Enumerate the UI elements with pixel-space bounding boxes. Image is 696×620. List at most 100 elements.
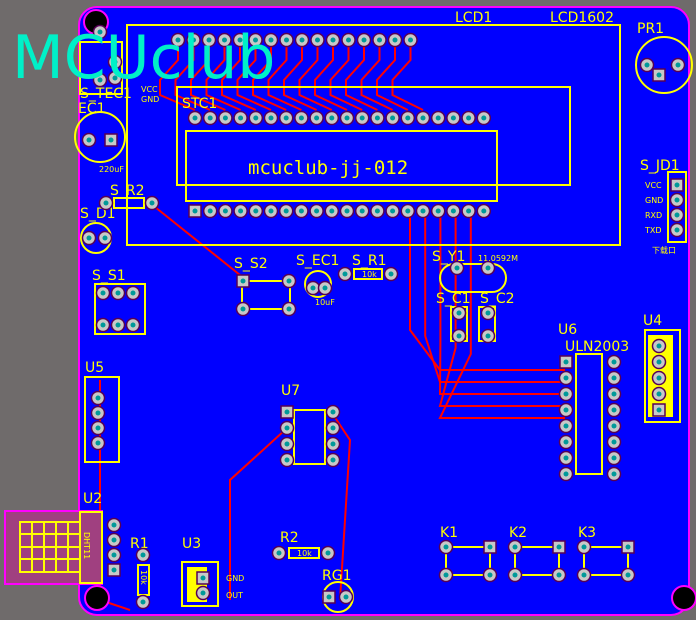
drill-hole bbox=[86, 137, 92, 143]
drill-hole bbox=[342, 271, 348, 277]
drill-hole bbox=[390, 208, 396, 214]
drill-hole bbox=[112, 75, 118, 81]
drill-hole bbox=[481, 208, 487, 214]
component-pads[interactable] bbox=[81, 24, 686, 610]
k2-outline bbox=[514, 546, 560, 576]
drill-hole bbox=[563, 455, 569, 461]
drill-hole bbox=[405, 208, 411, 214]
lcd-header-pads[interactable] bbox=[170, 32, 418, 48]
drill-hole bbox=[481, 115, 487, 121]
trace bbox=[229, 429, 286, 600]
drill-hole bbox=[512, 572, 518, 578]
trace bbox=[391, 40, 424, 111]
trace bbox=[149, 202, 241, 276]
lcd1602-label: LCD1602 bbox=[550, 10, 614, 26]
drill-hole bbox=[95, 410, 101, 416]
trace bbox=[376, 40, 409, 111]
s-y1-value: 11.0592M bbox=[478, 254, 518, 263]
drill-hole bbox=[611, 375, 617, 381]
drill-hole bbox=[656, 375, 662, 381]
drill-hole bbox=[238, 115, 244, 121]
drill-hole bbox=[95, 395, 101, 401]
drill-hole bbox=[420, 115, 426, 121]
drill-hole bbox=[97, 29, 103, 35]
drill-hole bbox=[95, 440, 101, 446]
s-jd1-label: S_JD1 bbox=[640, 158, 680, 174]
drill-hole bbox=[100, 322, 106, 328]
drill-hole bbox=[325, 550, 331, 556]
drill-hole bbox=[111, 552, 117, 558]
k1-label: K1 bbox=[440, 525, 458, 541]
drill-hole bbox=[100, 290, 106, 296]
s-r2-body bbox=[113, 197, 145, 209]
drill-hole bbox=[206, 37, 212, 43]
ec1-value: 220uF bbox=[99, 165, 124, 174]
drill-hole bbox=[112, 59, 118, 65]
drill-hole bbox=[222, 208, 228, 214]
drill-hole bbox=[286, 306, 292, 312]
u2-grid bbox=[19, 511, 103, 584]
k2-label: K2 bbox=[509, 525, 527, 541]
drill-hole bbox=[130, 290, 136, 296]
drill-hole bbox=[563, 423, 569, 429]
trace bbox=[221, 40, 257, 111]
s-r1-body bbox=[353, 268, 383, 280]
trace bbox=[252, 40, 287, 111]
drill-hole bbox=[140, 552, 146, 558]
u3-out-label: OUT bbox=[226, 591, 243, 600]
s-ec1-label: S_EC1 bbox=[296, 253, 339, 269]
drill-hole bbox=[456, 333, 462, 339]
drill-hole bbox=[344, 115, 350, 121]
drill-hole bbox=[330, 457, 336, 463]
drill-hole bbox=[314, 208, 320, 214]
s-s1-label: S_S1 bbox=[92, 268, 126, 284]
drill-hole bbox=[611, 423, 617, 429]
drill-hole bbox=[200, 590, 206, 596]
drill-hole bbox=[268, 37, 274, 43]
drill-hole bbox=[192, 208, 198, 214]
uln2003-label: ULN2003 bbox=[565, 339, 629, 355]
trace bbox=[298, 40, 333, 111]
trace bbox=[314, 40, 348, 111]
traces bbox=[99, 40, 565, 611]
vcc-label: VCC bbox=[645, 181, 662, 190]
trace bbox=[174, 40, 211, 111]
download-label: 下载口 bbox=[652, 245, 676, 255]
drill-hole bbox=[330, 441, 336, 447]
drill-hole bbox=[611, 407, 617, 413]
drill-hole bbox=[102, 235, 108, 241]
drill-hole bbox=[314, 115, 320, 121]
trace bbox=[236, 40, 272, 111]
s-r1-value: 10k bbox=[362, 270, 377, 279]
drill-hole bbox=[284, 409, 290, 415]
tec-gnd-label: GND bbox=[141, 95, 159, 104]
s-tec1-label: S_TEC1 bbox=[80, 86, 132, 102]
drill-hole bbox=[343, 594, 349, 600]
drill-hole bbox=[674, 182, 680, 188]
r2-value: 10k bbox=[297, 549, 312, 558]
drill-hole bbox=[284, 37, 289, 43]
s-jd1-outline bbox=[667, 171, 687, 243]
drill-hole bbox=[268, 208, 274, 214]
drill-hole bbox=[284, 425, 290, 431]
drill-hole bbox=[326, 594, 332, 600]
lcd1-outline bbox=[126, 24, 621, 246]
drill-hole bbox=[377, 37, 382, 43]
drill-hole bbox=[284, 441, 290, 447]
drill-hole bbox=[359, 115, 365, 121]
drill-hole bbox=[207, 115, 213, 121]
drill-hole bbox=[563, 471, 569, 477]
drill-hole bbox=[611, 439, 617, 445]
drill-hole bbox=[487, 544, 493, 550]
lcd1-label: LCD1 bbox=[455, 10, 492, 26]
drill-hole bbox=[268, 115, 274, 121]
drill-hole bbox=[103, 200, 109, 206]
u6-body bbox=[575, 353, 603, 475]
drill-hole bbox=[149, 200, 155, 206]
stc1-pads[interactable] bbox=[187, 110, 492, 219]
drill-hole bbox=[276, 550, 282, 556]
drill-hole bbox=[222, 37, 227, 43]
drill-hole bbox=[374, 115, 380, 121]
trace bbox=[409, 211, 565, 371]
